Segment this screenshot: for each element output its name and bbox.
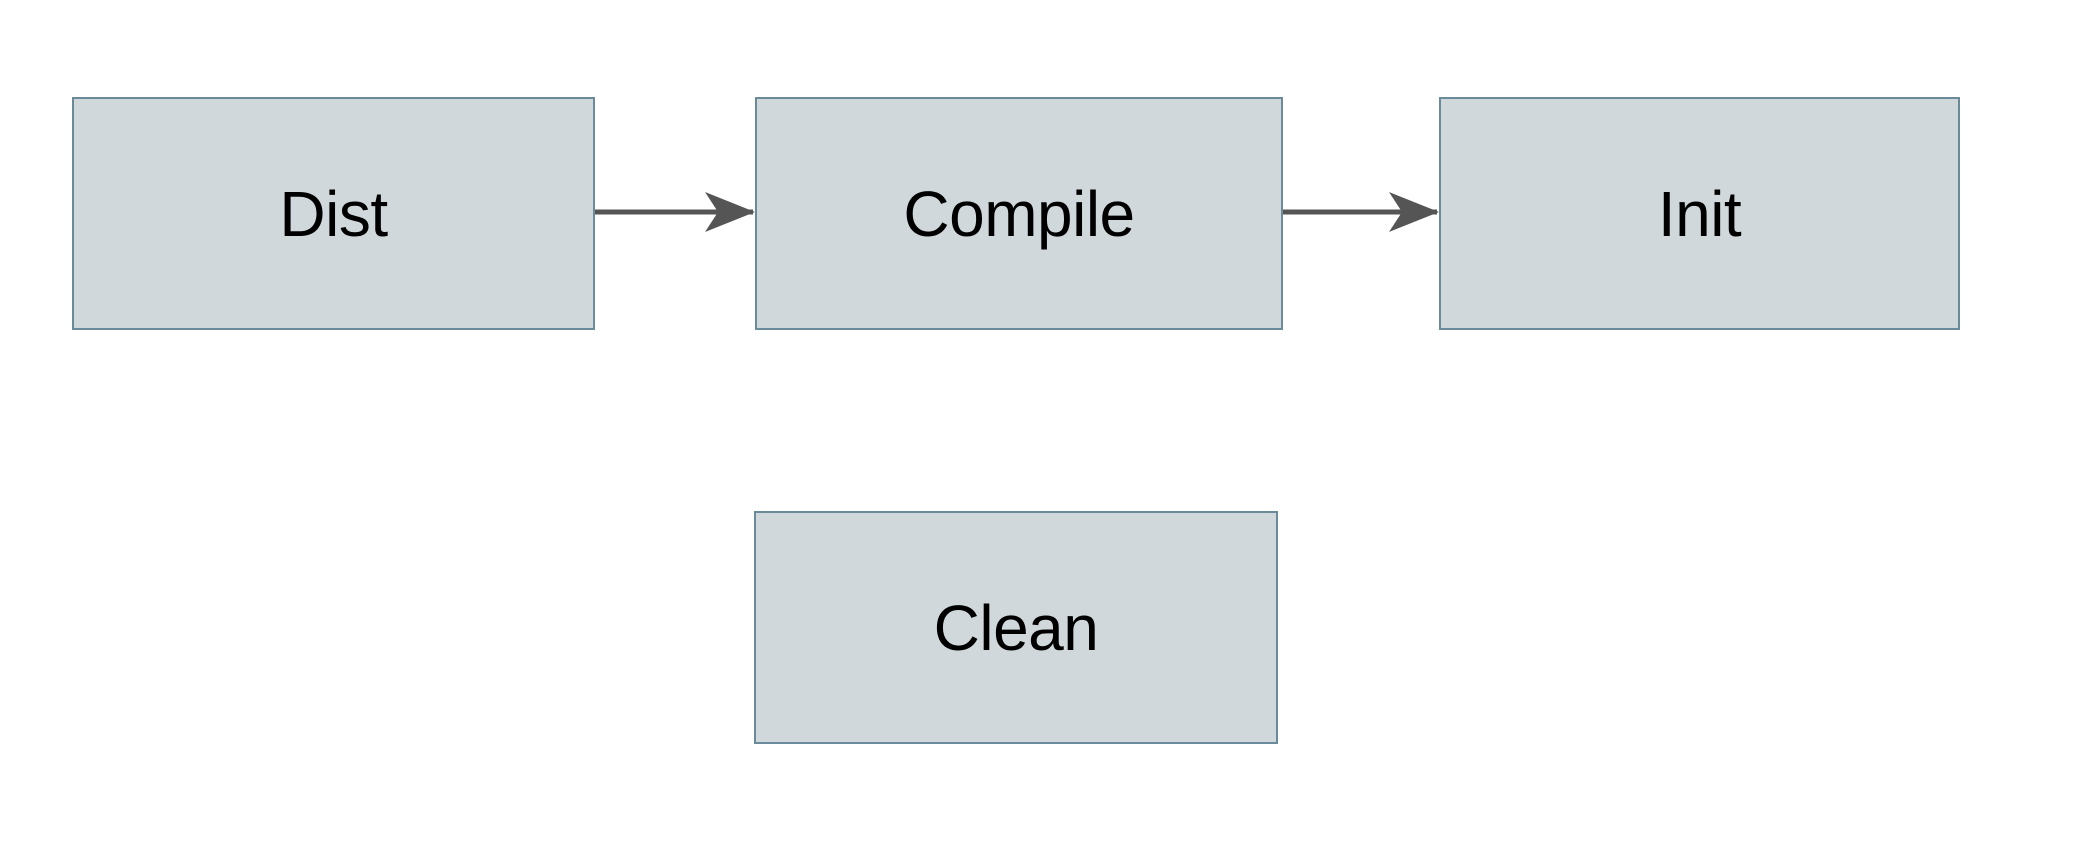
- node-compile[interactable]: Compile: [755, 97, 1283, 330]
- node-clean-label: Clean: [933, 591, 1099, 664]
- node-dist-label: Dist: [279, 177, 388, 250]
- node-clean[interactable]: Clean: [754, 511, 1278, 744]
- node-init[interactable]: Init: [1439, 97, 1960, 330]
- node-compile-label: Compile: [903, 177, 1135, 250]
- node-init-label: Init: [1657, 177, 1742, 250]
- node-dist[interactable]: Dist: [72, 97, 595, 330]
